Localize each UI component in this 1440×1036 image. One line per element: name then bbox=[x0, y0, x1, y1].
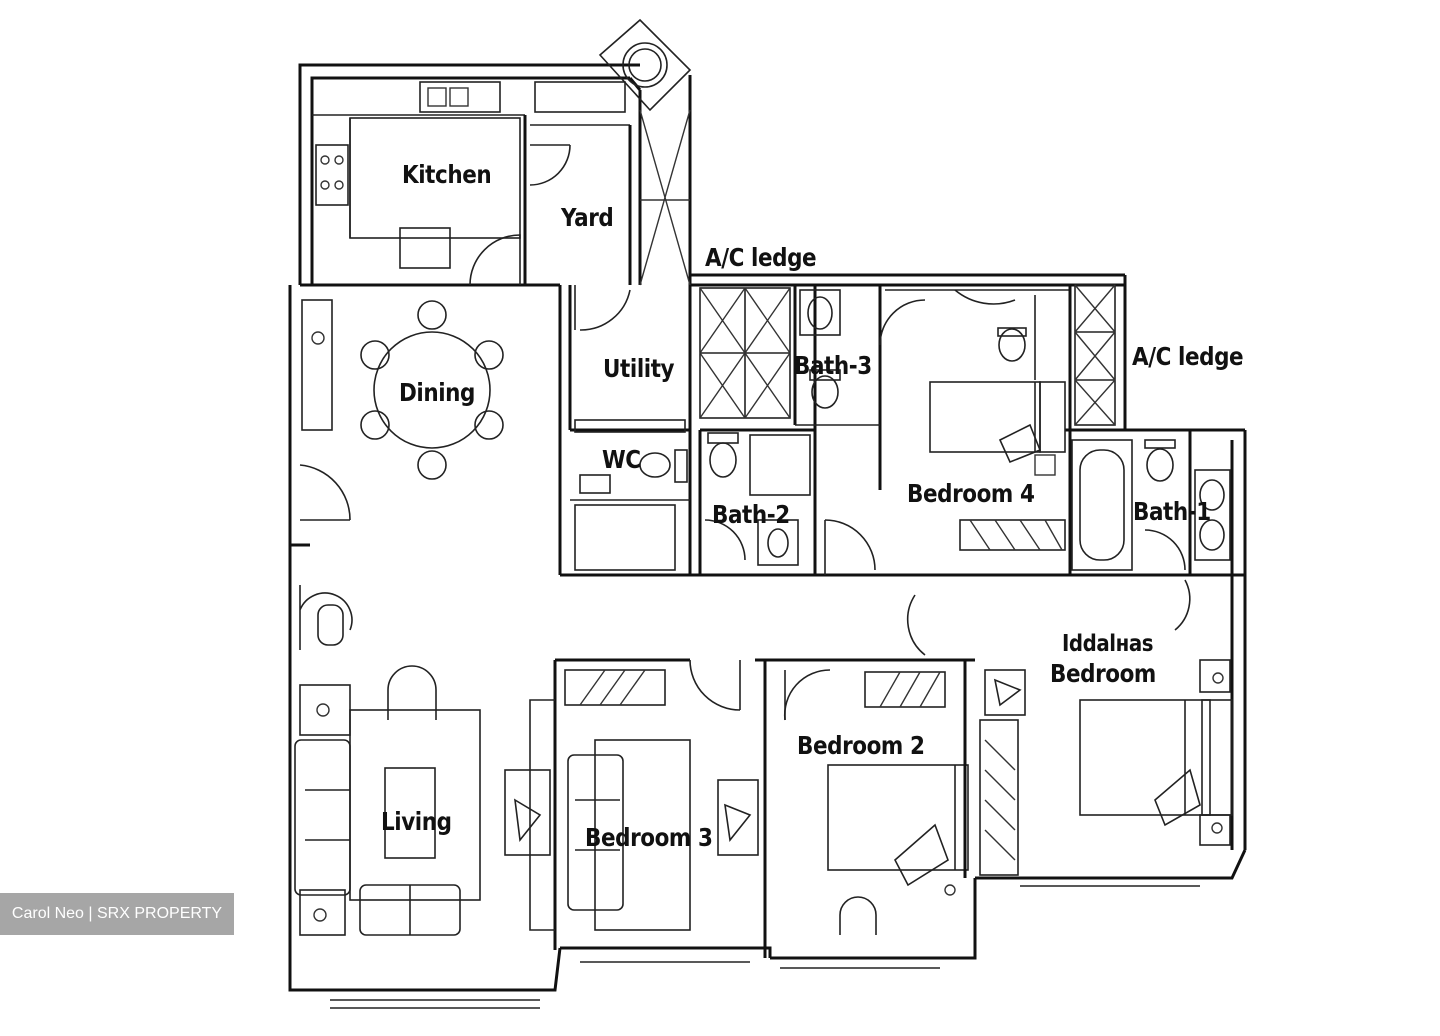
master-bedroom-label: Bedroom bbox=[1050, 659, 1156, 688]
ac-ledge-top-label: A/C ledge bbox=[705, 243, 817, 272]
bedroom4-label: Bedroom 4 bbox=[907, 479, 1035, 508]
living-label: Living bbox=[381, 807, 452, 836]
master-bedroom-top-label: Iddalнas bbox=[1062, 631, 1154, 657]
ac-ledge-right-label: A/C ledge bbox=[1132, 342, 1244, 371]
bedroom2-fixtures bbox=[783, 594, 969, 935]
bath2-label: Bath-2 bbox=[712, 500, 790, 529]
kitchen-label: Kitchen bbox=[402, 160, 492, 189]
bedroom4-bath1 bbox=[885, 284, 1231, 575]
bath3-label: Bath-3 bbox=[794, 351, 872, 380]
bedroom3-label: Bedroom 3 bbox=[585, 823, 713, 852]
watermark-badge: Carol Neo | SRX PROPERTY bbox=[0, 893, 234, 935]
wc-label: WC bbox=[602, 445, 641, 474]
service-rooms bbox=[558, 285, 1245, 577]
yard-label: Yard bbox=[561, 203, 614, 232]
master-fixtures bbox=[979, 579, 1233, 876]
kitchen-fixtures bbox=[312, 81, 691, 287]
dining-label: Dining bbox=[399, 378, 476, 407]
utility-label: Utility bbox=[603, 354, 675, 383]
dining-set bbox=[290, 299, 504, 650]
bedroom3-fixtures bbox=[504, 658, 975, 958]
bedroom2-label: Bedroom 2 bbox=[797, 731, 925, 760]
living-set bbox=[294, 665, 481, 936]
exterior-walls bbox=[288, 18, 1247, 1009]
bath1-label: Bath-1 bbox=[1133, 497, 1211, 526]
